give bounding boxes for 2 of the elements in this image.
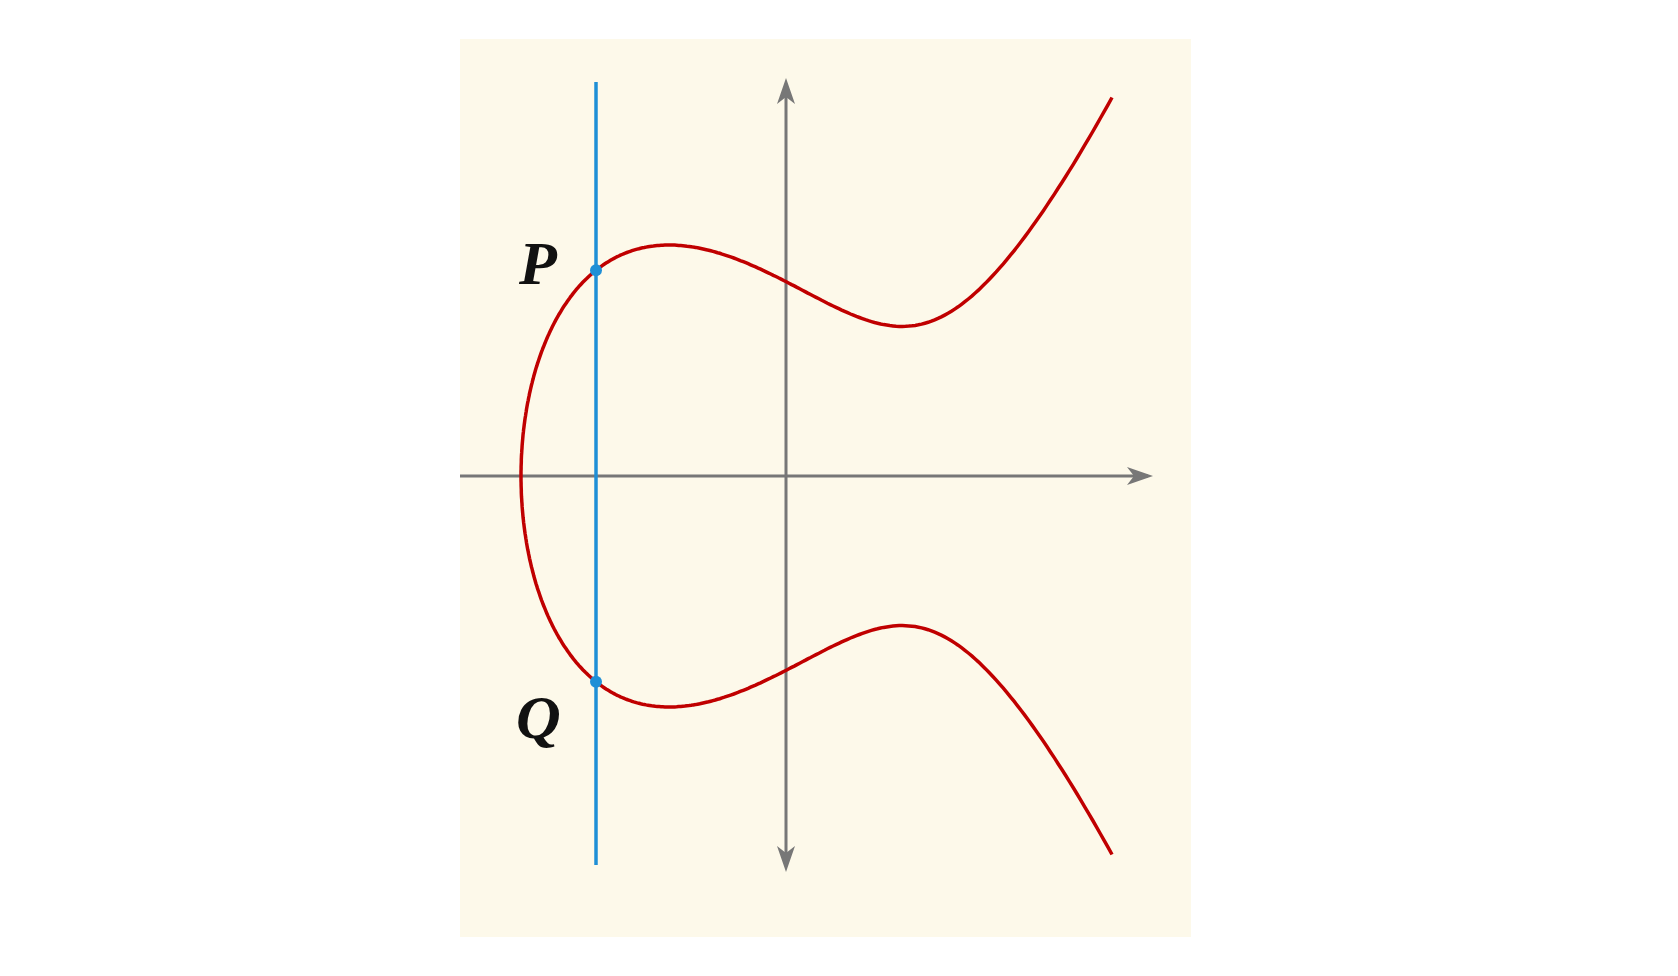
point-label: P [519,232,557,294]
point-label: Q [516,686,561,748]
